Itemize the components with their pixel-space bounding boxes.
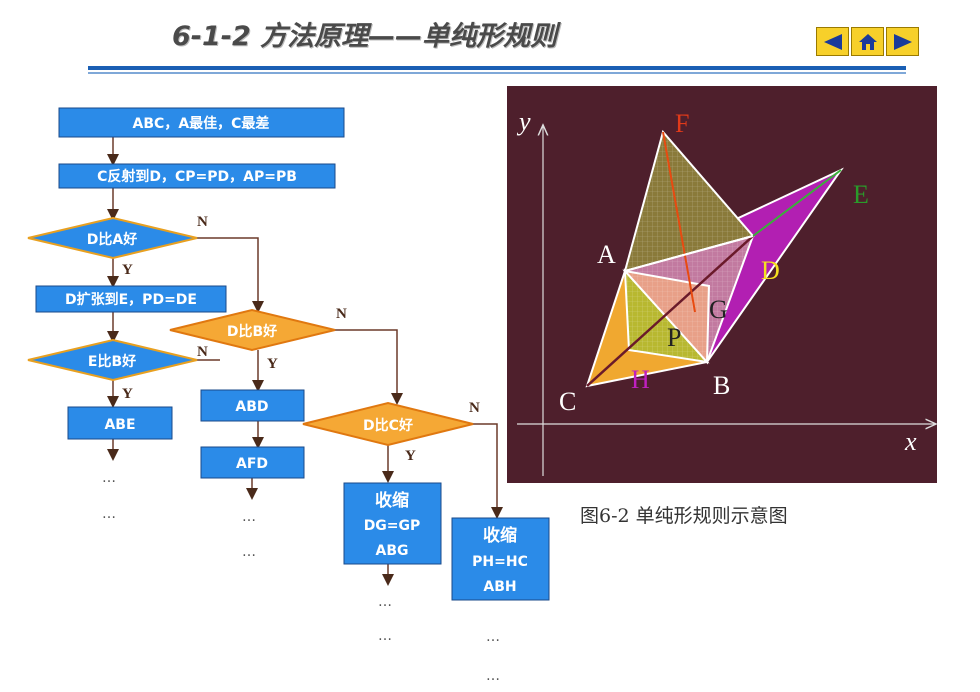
x-axis-label: x — [904, 427, 917, 456]
line-f-to-p — [662, 131, 696, 313]
flow-connectors — [107, 137, 503, 586]
flow-decision-e-better-b-label: E比B好 — [88, 353, 136, 370]
flow-box-contract-h-line2: PH=HC — [472, 554, 528, 570]
flow-box-abd — [200, 389, 305, 422]
home-button[interactable] — [851, 27, 884, 56]
flow-decision-d-better-a-label: D比A好 — [87, 231, 137, 248]
flow-box-reflect-label: C反射到D，CP=PD，AP=PB — [97, 168, 297, 185]
flow-box-contract-g — [343, 482, 442, 565]
flow-box-abd-label: ABD — [235, 399, 268, 415]
flow-box-expand-label: D扩张到E，PD=DE — [65, 291, 197, 308]
flow-box-afd-label: AFD — [236, 456, 268, 472]
point-label-h: H — [631, 365, 650, 394]
y-axis-label: y — [516, 107, 531, 136]
ellipsis-8: … — [486, 668, 500, 684]
label-y-1: Y — [122, 262, 133, 278]
triangle-left-icon — [823, 33, 842, 50]
flow-box-contract-g-line1: 收缩 — [375, 490, 409, 511]
ellipsis-6: … — [378, 628, 392, 644]
point-label-e: E — [853, 180, 869, 209]
nav-buttons — [816, 27, 919, 56]
flow-box-contract-h-line1: 收缩 — [483, 525, 517, 546]
point-label-p: P — [667, 323, 681, 352]
flow-box-contract-h-line3: ABH — [483, 579, 516, 595]
home-icon — [858, 33, 877, 50]
flow-box-abe-label: ABE — [104, 417, 135, 433]
flow-decision-d-better-c-label: D比C好 — [363, 417, 413, 434]
label-y-3: Y — [267, 356, 278, 372]
flow-decision-e-better-b — [27, 338, 198, 382]
label-y-4: Y — [405, 448, 416, 464]
triangle-right-icon — [893, 33, 912, 50]
flow-box-afd — [200, 446, 305, 479]
line-c-to-d — [586, 235, 754, 387]
point-label-d: D — [761, 256, 780, 285]
flow-box-start — [58, 107, 345, 138]
flow-decision-d-better-b — [169, 308, 336, 352]
label-y-2: Y — [122, 386, 133, 402]
simplex-diagram: y x F E A D G P H B C — [507, 86, 937, 483]
line-a-to-d — [624, 235, 754, 272]
ellipsis-4: … — [242, 544, 256, 560]
line-d-to-e — [752, 169, 842, 237]
flow-box-contract-g-line3: ABG — [376, 543, 409, 559]
ellipsis-1: … — [102, 470, 116, 486]
prev-button[interactable] — [816, 27, 849, 56]
flow-box-reflect — [58, 163, 336, 189]
flow-box-expand — [35, 285, 227, 313]
label-n-3: N — [336, 306, 347, 322]
point-label-a: A — [597, 240, 616, 269]
label-n-2: N — [197, 344, 208, 360]
flow-decision-d-better-a — [27, 216, 198, 260]
point-label-f: F — [675, 109, 689, 138]
next-button[interactable] — [886, 27, 919, 56]
label-n-4: N — [469, 400, 480, 416]
flow-box-contract-h — [451, 517, 550, 601]
flow-box-contract-g-line2: DG=GP — [364, 518, 421, 534]
ellipsis-5: … — [378, 594, 392, 610]
flow-box-abe — [67, 406, 173, 440]
figure-caption: 图6-2 单纯形规则示意图 — [580, 505, 788, 527]
ellipsis-2: … — [102, 506, 116, 522]
point-label-b: B — [713, 371, 730, 400]
flow-box-start-label: ABC，A最佳，C最差 — [133, 115, 270, 132]
label-n-1: N — [197, 214, 208, 230]
flow-decision-d-better-b-label: D比B好 — [227, 323, 277, 340]
point-label-g: G — [709, 295, 728, 324]
point-label-c: C — [559, 387, 576, 416]
page-title: 6-1-2 方法原理——单纯形规则 — [172, 21, 558, 52]
ellipsis-7: … — [486, 629, 500, 645]
flow-decision-d-better-c — [302, 401, 474, 447]
header-divider-thin — [88, 72, 906, 74]
triangle-afd-grid — [625, 132, 753, 271]
ellipsis-3: … — [242, 509, 256, 525]
caption-wrap: 图6-2 单纯形规则示意图 — [580, 505, 788, 527]
header-divider — [88, 66, 906, 70]
